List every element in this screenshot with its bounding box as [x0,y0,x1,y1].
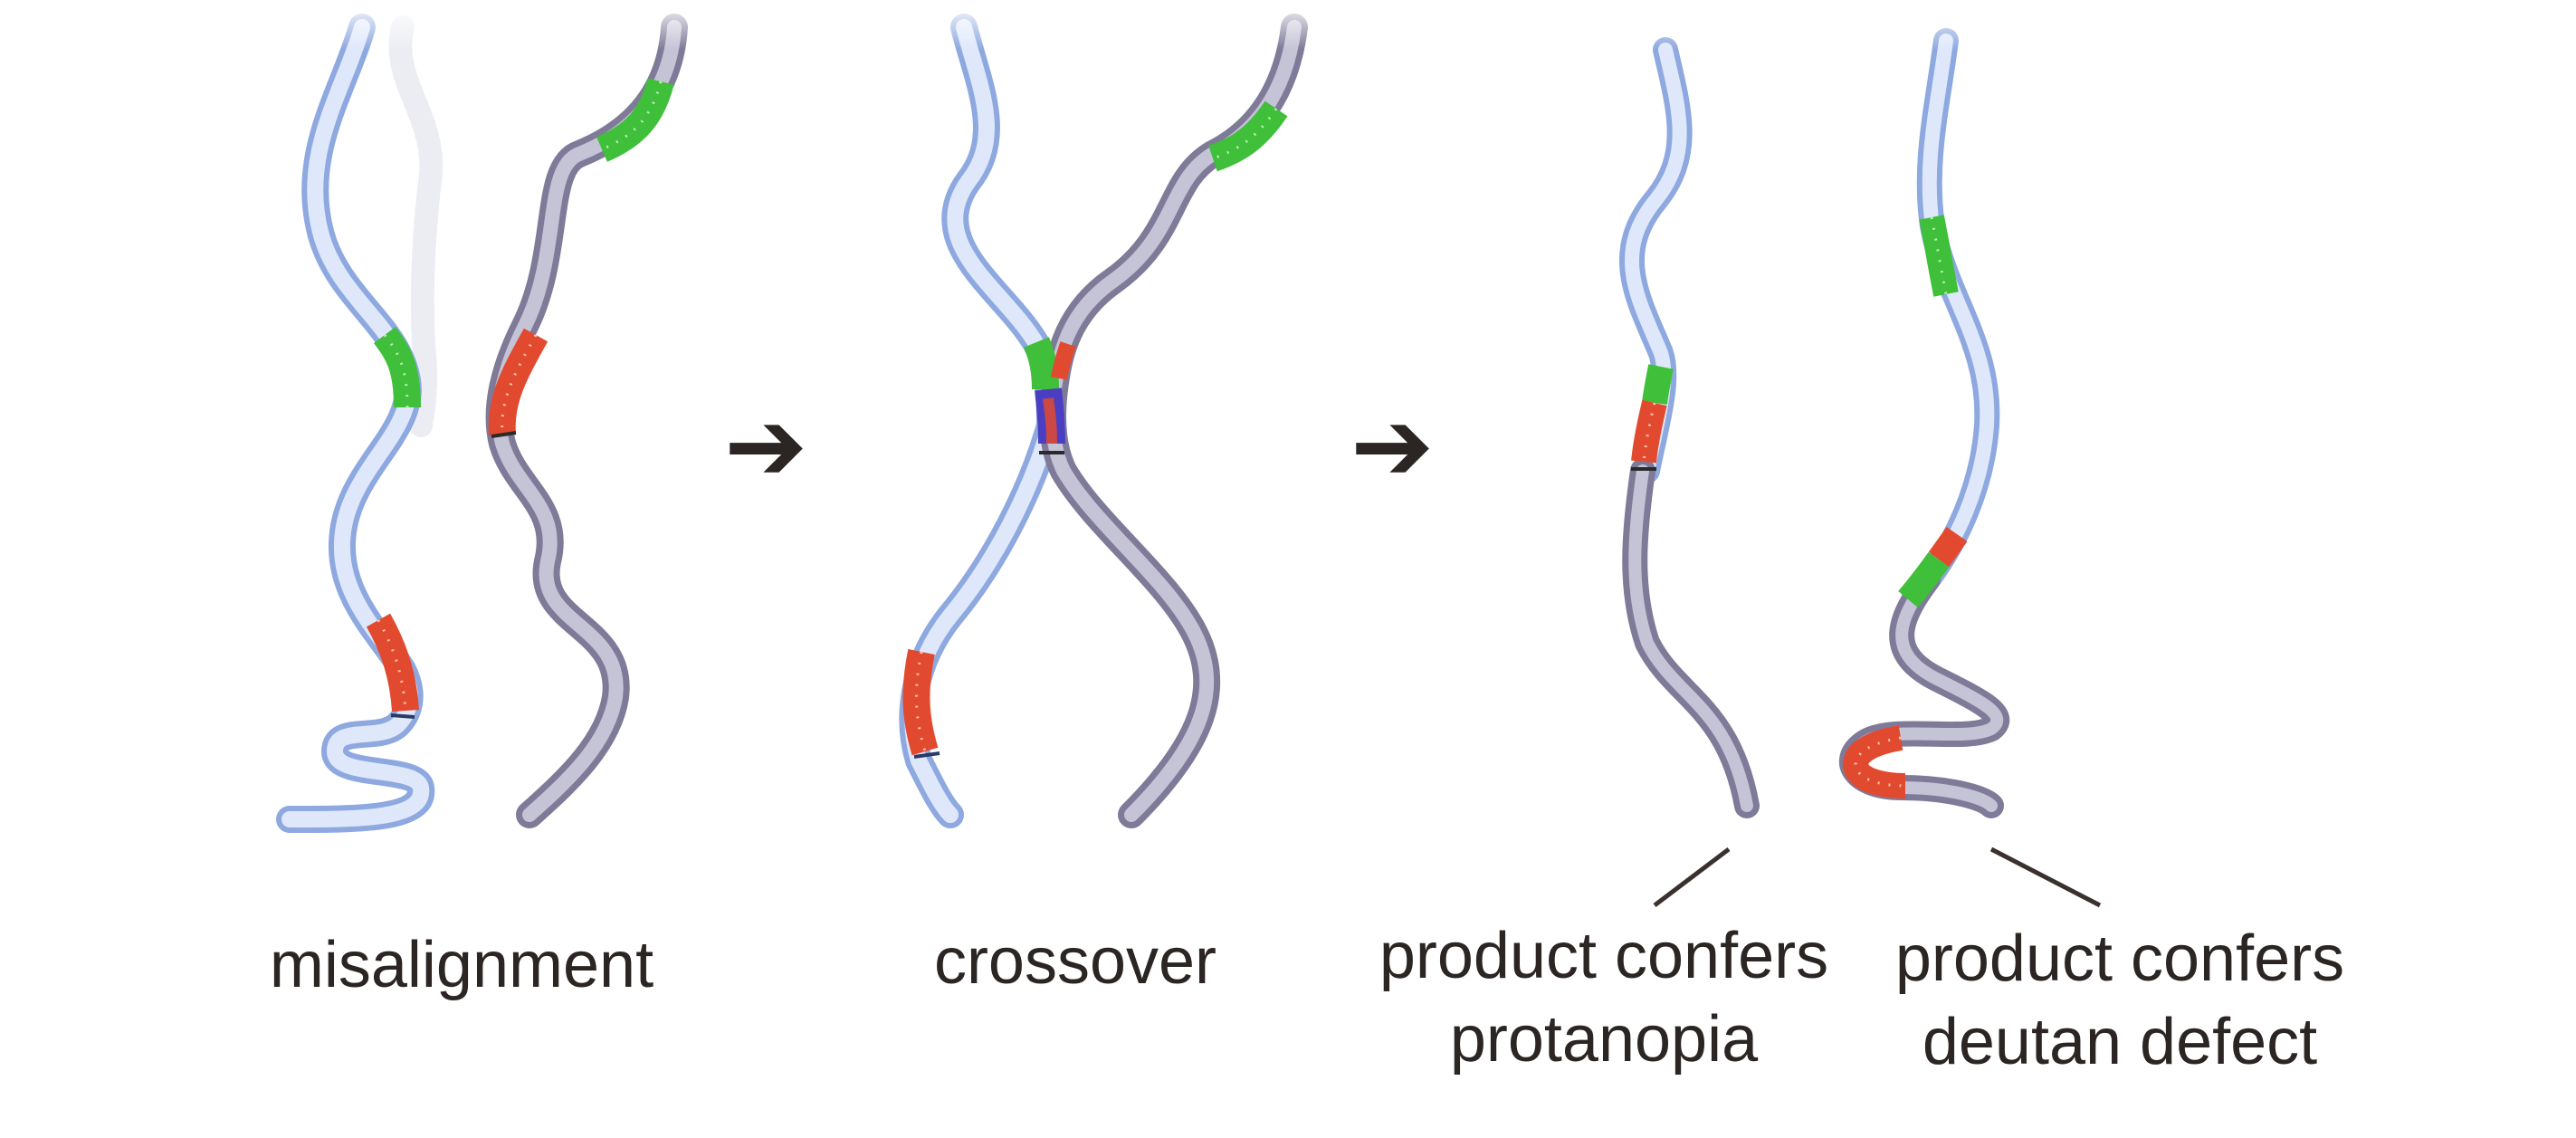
red-gene-segment [1928,526,1968,568]
ghost-strand [388,15,444,437]
leader-line-deutan [1989,846,2102,908]
gray-chromosome-strand [485,14,688,828]
product-strand-deutan [1839,28,2010,818]
green-gene-segment [596,77,674,162]
green-gene-segment [373,327,421,408]
red-gene-segment [1631,399,1667,464]
red-gene-segment [366,613,419,712]
arrow-icon: ➔ [1350,390,1434,502]
product-label-protanopia-line1: product confers [1379,920,1828,992]
green-gene-segment [1919,215,1959,297]
product-strand-protanopia [1618,37,1760,818]
stage-label-misalignment: misalignment [270,929,654,1001]
blue-chromosome-strand [899,14,1064,828]
red-gene-segment [1842,725,1906,799]
panel-products [1618,28,2102,908]
red-gene-segment [1051,341,1076,380]
green-gene-segment [1898,551,1950,607]
green-gene-segment [1024,337,1059,390]
product-label-deutan-line2: deutan defect [1922,1006,2317,1078]
arrow-icon: ➔ [724,390,807,502]
product-label-protanopia-line2: protanopia [1450,1003,1759,1076]
green-gene-segment [1642,364,1674,405]
green-gene-segment [1207,100,1288,172]
leader-line-protanopia [1653,847,1731,907]
panel-crossover [899,14,1308,828]
panel-misalignment [276,14,688,833]
blue-chromosome-strand [276,14,435,833]
product-label-deutan-line1: product confers [1895,923,2344,995]
stage-label-crossover: crossover [934,925,1216,998]
gray-chromosome-strand [1039,14,1308,828]
red-gene-segment [902,649,939,756]
